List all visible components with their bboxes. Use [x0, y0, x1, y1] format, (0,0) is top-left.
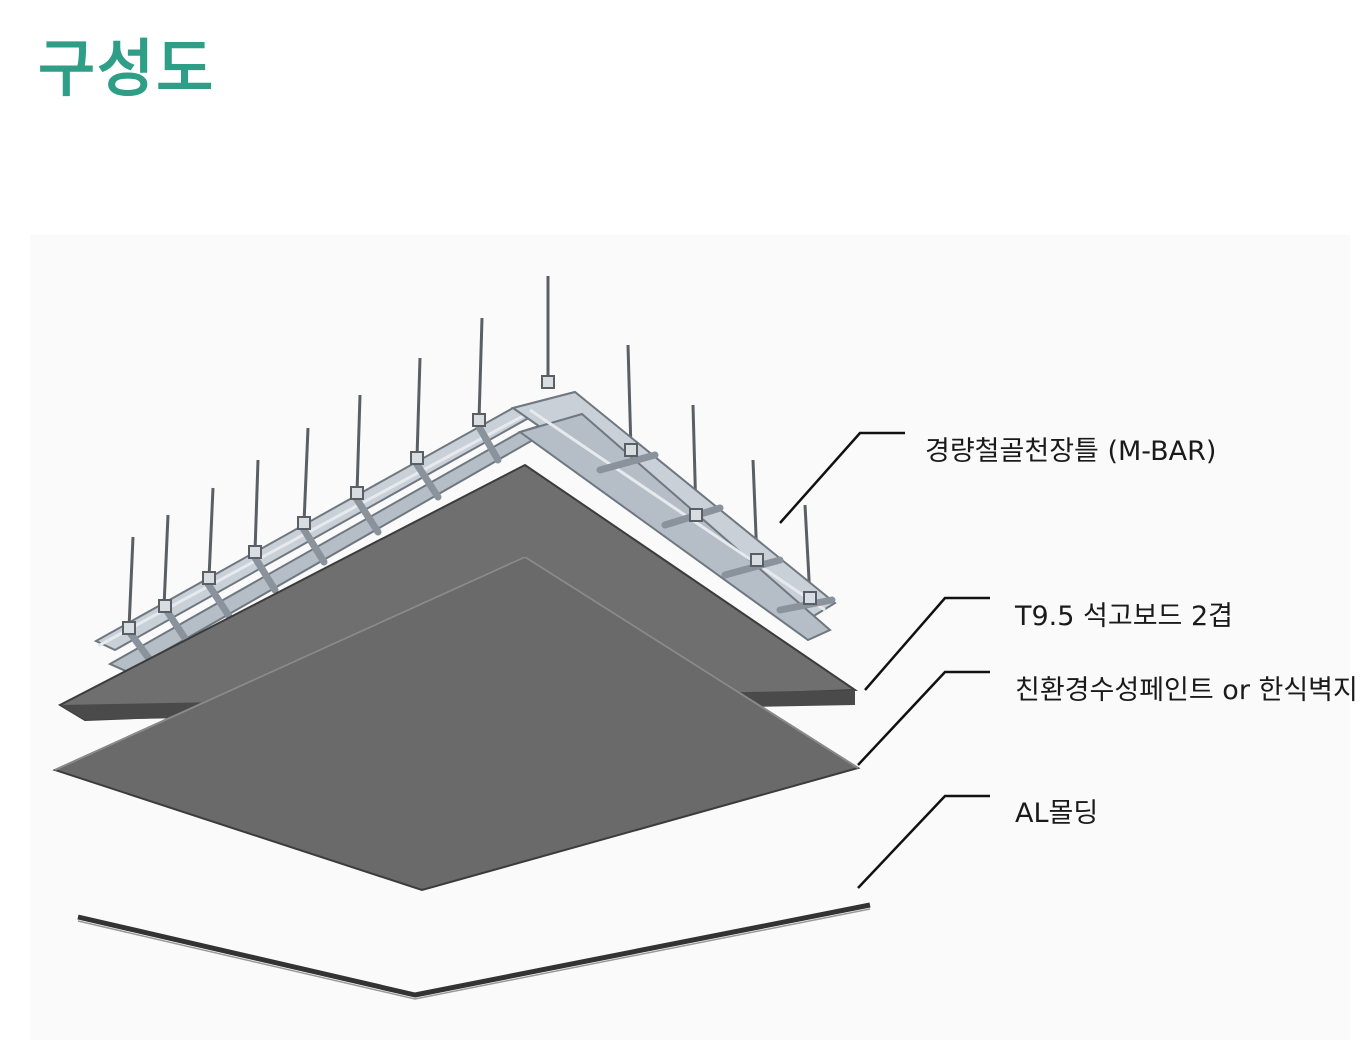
- mbar-frame: [93, 276, 837, 674]
- leader-paint: [857, 670, 990, 766]
- leader-mbar: [779, 431, 905, 524]
- leader-lines: [779, 431, 990, 889]
- gypsum-board-lower: [52, 555, 861, 892]
- leader-gypsum: [864, 596, 990, 691]
- front-beams: [93, 391, 581, 674]
- leader-molding: [857, 794, 990, 889]
- label-paint: 친환경수성페인트 or 한식벽지: [1015, 675, 1358, 706]
- cross-bars-right: [596, 451, 836, 614]
- cross-bars-front: [124, 421, 502, 664]
- page-title: 구성도: [38, 32, 216, 105]
- al-molding: [77, 902, 871, 1000]
- label-gypsum: T9.5 석고보드 2겹: [1014, 601, 1233, 632]
- hanger-rods-front: [127, 276, 550, 629]
- label-molding: AL몰딩: [1015, 798, 1098, 829]
- label-mbar: 경량철골천장틀 (M-BAR): [925, 436, 1216, 467]
- hanger-clips: [122, 375, 817, 635]
